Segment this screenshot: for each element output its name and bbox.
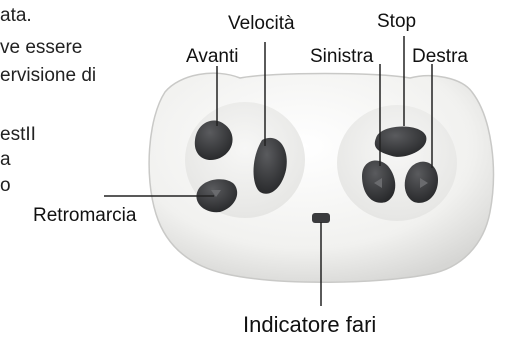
sinistra-label: Sinistra bbox=[310, 46, 374, 67]
indicatore-fari-led bbox=[312, 213, 330, 223]
retromarcia-label: Retromarcia bbox=[33, 205, 137, 226]
sinistra-arrow-icon bbox=[374, 178, 382, 188]
destra-arrow-icon bbox=[420, 178, 428, 188]
velocita-label: Velocità bbox=[228, 13, 295, 34]
avanti-label: Avanti bbox=[186, 46, 239, 67]
stop-label: Stop bbox=[377, 11, 417, 32]
background-text-line-2: ve essere bbox=[0, 37, 83, 58]
background-text-line-4: estII bbox=[0, 124, 36, 145]
indicatore-fari-label: Indicatore fari bbox=[243, 312, 377, 337]
background-text-line-6: o bbox=[0, 175, 11, 196]
background-text-line-5: a bbox=[0, 149, 11, 170]
retromarcia-arrow-icon bbox=[211, 190, 221, 197]
avanti-button[interactable] bbox=[194, 120, 233, 160]
stop-button[interactable] bbox=[374, 126, 427, 157]
velocita-button[interactable] bbox=[253, 137, 287, 194]
destra-label: Destra bbox=[412, 46, 468, 67]
background-text-line-3: ervisione di bbox=[0, 65, 97, 86]
background-text-line-1: ata. bbox=[0, 5, 32, 26]
right-button-pad bbox=[337, 105, 457, 221]
